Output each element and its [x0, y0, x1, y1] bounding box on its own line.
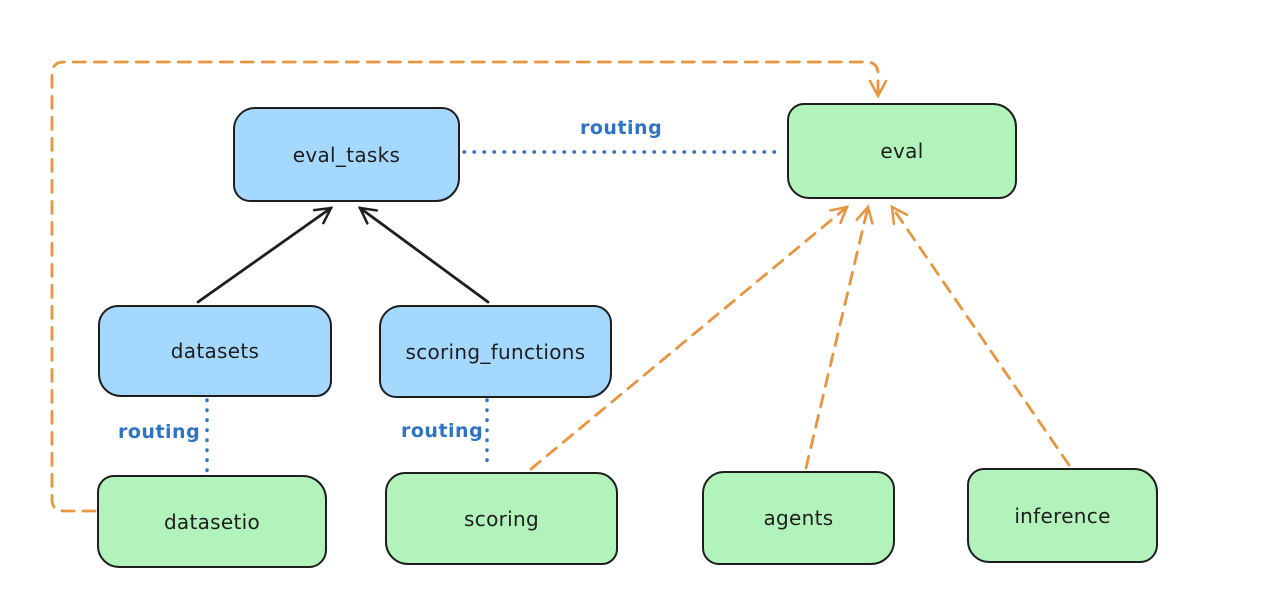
node-scoring-functions: scoring_functions — [379, 305, 612, 398]
node-scoring: scoring — [385, 472, 618, 565]
node-agents: agents — [702, 471, 895, 565]
node-datasetio-label: datasetio — [163, 509, 261, 534]
node-inference: inference — [967, 468, 1158, 563]
edge-label-routing-top: routing — [580, 117, 663, 139]
edge-inference-to-eval — [890, 204, 1071, 467]
edge-datasetio-to-eval — [50, 60, 888, 513]
edge-scoring_functions-to-eval_tasks — [357, 206, 490, 304]
node-scoring-functions-label: scoring_functions — [405, 339, 586, 364]
node-scoring-label: scoring — [464, 506, 539, 531]
node-datasetio: datasetio — [97, 475, 327, 568]
node-datasets: datasets — [98, 305, 332, 397]
edge-agents-to-eval — [804, 204, 874, 470]
edge-datasets-to-eval_tasks — [196, 206, 334, 304]
node-eval-label: eval — [880, 139, 924, 163]
node-datasets-label: datasets — [170, 339, 260, 363]
node-eval-tasks-label: eval_tasks — [292, 142, 401, 167]
node-eval-tasks: eval_tasks — [233, 107, 460, 202]
edge-scoring-to-eval — [529, 205, 850, 471]
node-eval: eval — [787, 103, 1017, 199]
node-agents-label: agents — [763, 506, 834, 530]
edge-label-routing-left: routing — [118, 421, 201, 443]
edge-label-routing-middle: routing — [401, 420, 484, 442]
node-inference-label: inference — [1014, 503, 1111, 528]
